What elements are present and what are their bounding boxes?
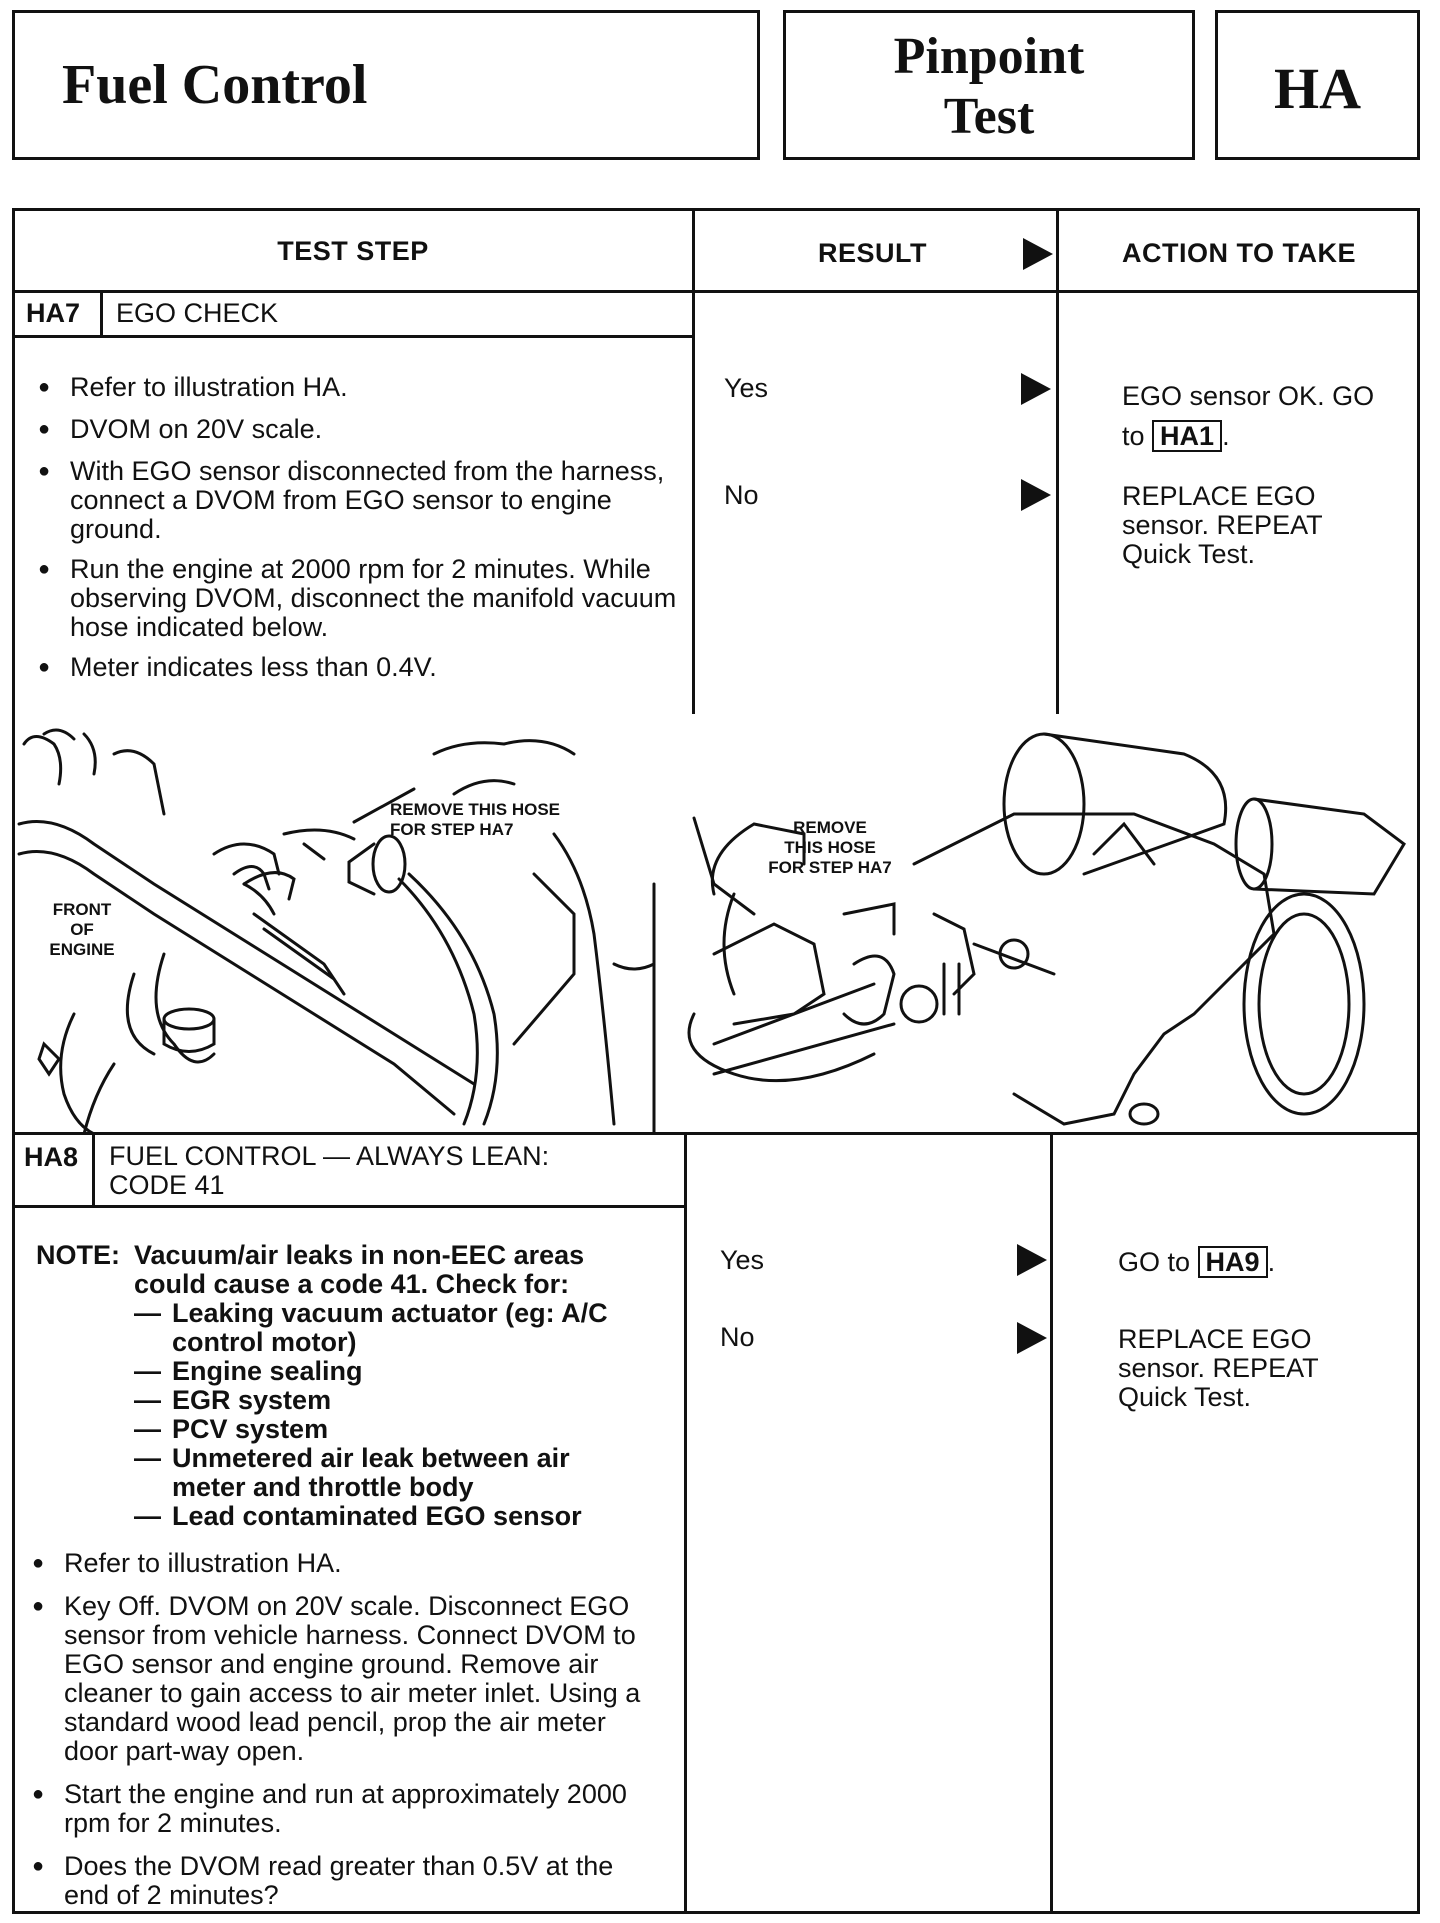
list-item: EGR system: [172, 1385, 332, 1415]
engine-illustration: [17, 728, 1406, 1134]
right-callout-line3: FOR STEP HA7: [768, 858, 892, 877]
list-item: Leaking vacuum actuator (eg: A/C control…: [172, 1298, 608, 1357]
ha7-yes-action-end: .: [1222, 421, 1230, 451]
front-line1: FRONT: [52, 900, 112, 919]
ha8-no-action: REPLACE EGO sensor. REPEAT Quick Test.: [1118, 1324, 1319, 1412]
ha8-title-box: HA8 FUEL CONTROL — ALWAYS LEAN: CODE 41: [12, 1132, 686, 1208]
list-item: Meter indicates less than 0.4V.: [38, 653, 678, 683]
col-result: RESULT: [818, 238, 927, 268]
ha7-no-arrow-icon: [1021, 479, 1051, 511]
title-box: Fuel Control: [12, 10, 760, 160]
ha7-steps: Refer to illustration HA. DVOM on 20V sc…: [38, 373, 678, 695]
ha7-yes-action: EGO sensor OK. GO to HA1.: [1122, 376, 1402, 456]
right-callout: REMOVE THIS HOSE FOR STEP HA7: [750, 818, 910, 878]
list-item: Start the engine and run at approximatel…: [32, 1780, 664, 1838]
code-box: HA: [1215, 10, 1420, 160]
header-divider: [12, 290, 1420, 293]
right-callout-line1: REMOVE: [793, 818, 867, 837]
ha8-no: No: [720, 1322, 755, 1352]
list-item: Run the engine at 2000 rpm for 2 minutes…: [38, 555, 678, 642]
ha8-no-arrow-icon: [1017, 1322, 1047, 1354]
list-item: Lead contaminated EGO sensor: [172, 1501, 582, 1531]
pinpoint-box: Pinpoint Test: [783, 10, 1195, 160]
ha8-divider: [12, 1132, 1420, 1135]
col-divider-2b: [1050, 1132, 1053, 1914]
col-divider-1b: [684, 1132, 687, 1914]
col-action: ACTION TO TAKE: [1122, 238, 1356, 268]
col-test-step: TEST STEP: [277, 236, 429, 266]
ha8-note-text: Vacuum/air leaks in non-EEC areas could …: [134, 1240, 585, 1299]
section-code: HA: [1274, 56, 1361, 121]
page-title: Fuel Control: [62, 54, 368, 116]
result-arrow-icon: [1023, 238, 1053, 270]
ha7-ref-link[interactable]: HA1: [1152, 420, 1223, 452]
front-line3: ENGINE: [49, 940, 115, 959]
list-item: Refer to illustration HA.: [32, 1549, 664, 1579]
ha8-steps: Refer to illustration HA. Key Off. DVOM …: [32, 1549, 664, 1923]
left-callout: REMOVE THIS HOSE FOR STEP HA7: [390, 800, 590, 840]
illustration-ha: REMOVE THIS HOSE FOR STEP HA7 FRONT OF E…: [14, 714, 1418, 1134]
ha8-ref-link[interactable]: HA9: [1197, 1246, 1268, 1278]
ha8-yes-arrow-icon: [1017, 1244, 1047, 1276]
ha7-title-box: HA7 EGO CHECK: [12, 290, 694, 338]
col-divider-1: [692, 208, 695, 714]
ha8-yes-action-text: GO to: [1118, 1247, 1191, 1277]
pinpoint-line1: Pinpoint: [893, 28, 1085, 85]
ha8-yes-action-end: .: [1267, 1247, 1276, 1277]
front-of-engine-label: FRONT OF ENGINE: [42, 900, 122, 960]
ha7-id: HA7: [26, 298, 81, 328]
ha7-no: No: [724, 480, 759, 510]
list-item: Engine sealing: [172, 1356, 363, 1386]
list-item: PCV system: [172, 1414, 329, 1444]
ha8-note-label: NOTE:: [36, 1240, 120, 1270]
right-callout-line2: THIS HOSE: [784, 838, 876, 857]
ha8-note-list: —Leaking vacuum actuator (eg: A/C contro…: [134, 1298, 608, 1531]
ha7-yes-action-text: EGO sensor OK. GO to: [1122, 381, 1375, 451]
left-callout-line2: FOR STEP HA7: [390, 820, 514, 839]
list-item: Unmetered air leak between air meter and…: [172, 1443, 570, 1502]
list-item: DVOM on 20V scale.: [38, 415, 678, 445]
list-item: With EGO sensor disconnected from the ha…: [38, 457, 678, 544]
list-item: Key Off. DVOM on 20V scale. Disconnect E…: [32, 1592, 664, 1766]
ha8-yes: Yes: [720, 1245, 765, 1275]
ha8-id: HA8: [24, 1142, 79, 1172]
left-callout-line1: REMOVE THIS HOSE: [390, 800, 561, 819]
ha7-id-divider: [100, 290, 103, 335]
pinpoint-line2: Test: [943, 88, 1035, 145]
list-item: Does the DVOM read greater than 0.5V at …: [32, 1852, 664, 1910]
ha7-no-action: REPLACE EGO sensor. REPEAT Quick Test.: [1122, 481, 1323, 569]
col-divider-2: [1056, 208, 1059, 714]
ha7-yes-arrow-icon: [1021, 373, 1051, 405]
ha7-title: EGO CHECK: [116, 298, 279, 328]
ha8-title-line1: FUEL CONTROL — ALWAYS LEAN:: [109, 1141, 550, 1171]
ha8-title-line2: CODE 41: [109, 1170, 225, 1200]
list-item: Refer to illustration HA.: [38, 373, 678, 403]
front-line2: OF: [70, 920, 94, 939]
ha7-yes: Yes: [724, 373, 769, 403]
ha8-id-divider: [92, 1132, 95, 1205]
ha8-yes-action: GO to HA9.: [1118, 1245, 1275, 1279]
